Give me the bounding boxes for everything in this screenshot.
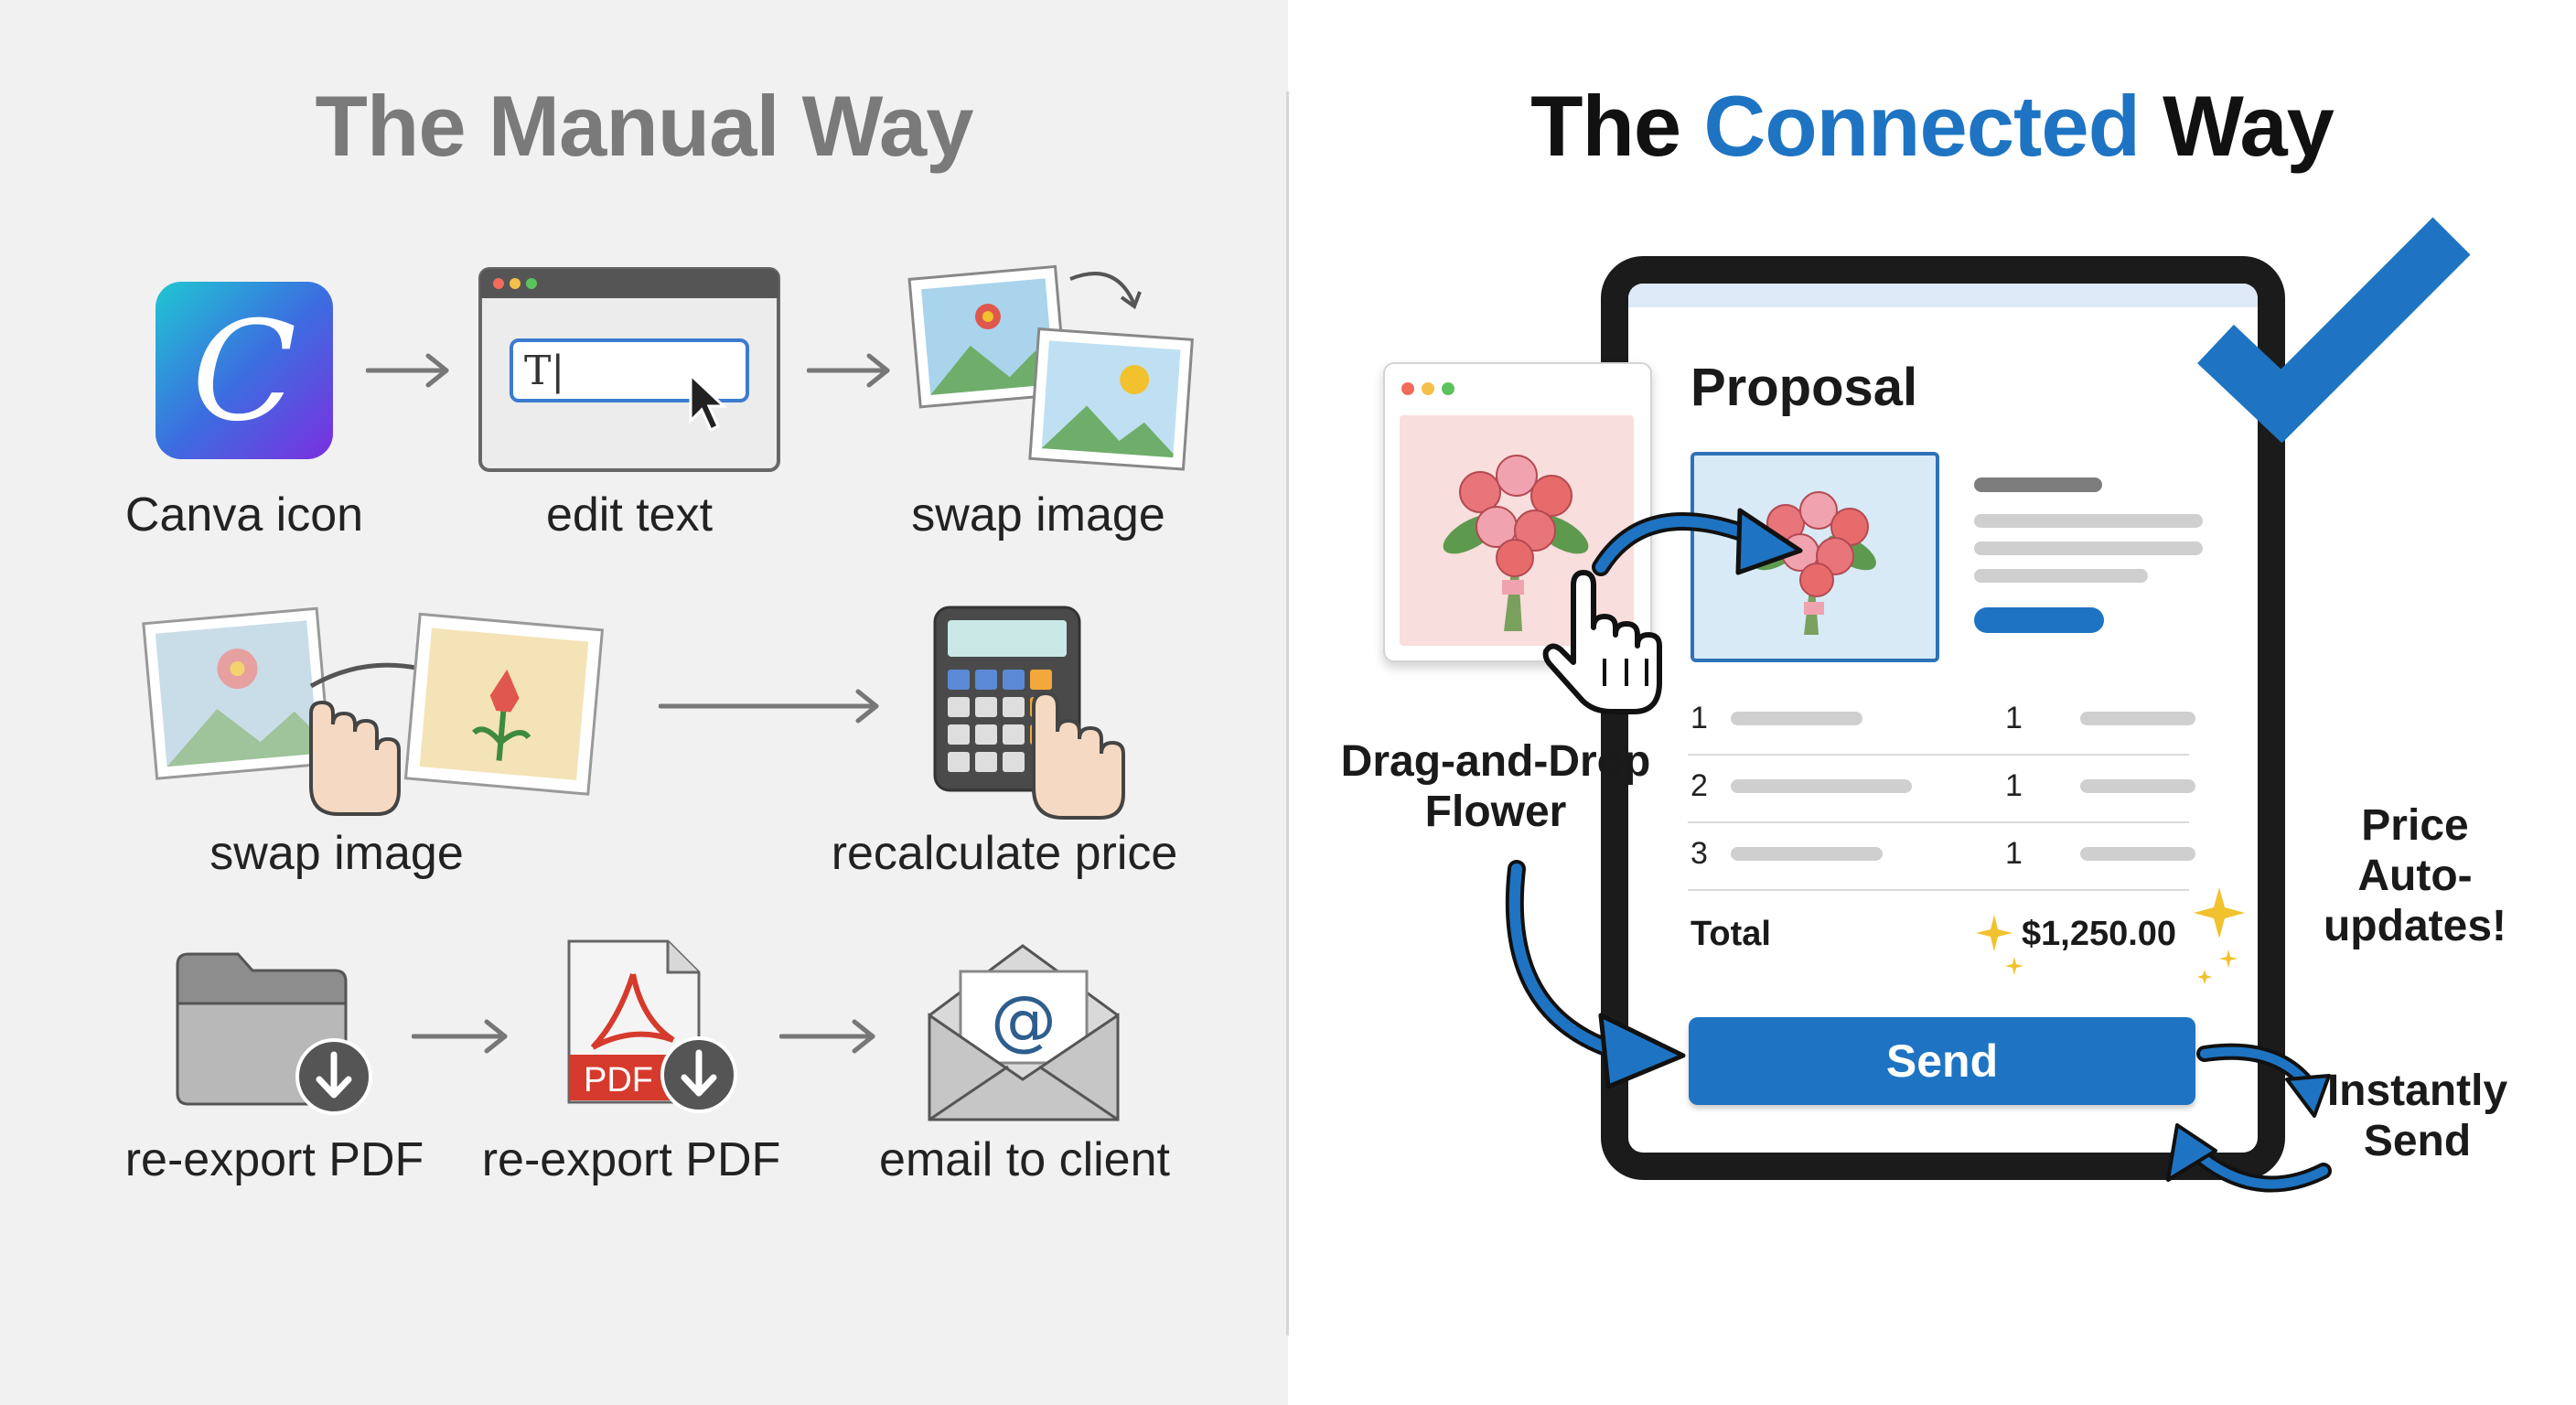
sparkle-icon: [1976, 915, 2023, 975]
row-price-placeholder: [2080, 779, 2195, 793]
label-recalculate-price: recalculate price: [831, 827, 1178, 880]
manual-way-title: The Manual Way: [315, 78, 974, 174]
send-button[interactable]: Send: [1689, 1017, 2195, 1105]
folder-download-icon: [176, 952, 372, 1115]
send-line2: Send: [2363, 1117, 2472, 1166]
price-line2: Auto-: [2357, 852, 2473, 901]
screen-topbar: [1628, 284, 2258, 307]
envelope-email-icon: @: [928, 944, 1120, 1121]
row-separator: [1688, 821, 2189, 823]
drag-photo-swap-icon: [142, 606, 605, 816]
row-price-placeholder: [2080, 712, 2195, 725]
drag-arrow-icon: [1592, 508, 1803, 576]
label-reexport-pdf-2: re-export PDF: [481, 1133, 781, 1186]
row-number: 1: [1690, 701, 1708, 735]
placeholder-line: [1974, 514, 2203, 528]
drag-drop-line2: Flower: [1424, 788, 1567, 837]
title-part2: Way: [2140, 78, 2334, 174]
arrow-right-icon: [807, 353, 890, 388]
total-value: $1,250.00: [2022, 915, 2177, 953]
text-cursor: T|: [524, 348, 564, 394]
title-accent: Connected: [1703, 78, 2141, 174]
arrow-right-icon: [779, 1019, 875, 1054]
pdf-download-icon: PDF: [567, 939, 737, 1113]
price-line3: updates!: [2323, 902, 2506, 951]
browser-window-icon: T|: [478, 267, 780, 472]
label-reexport-pdf-1: re-export PDF: [124, 1133, 424, 1186]
arrow-right-icon: [412, 1019, 508, 1054]
row-number: 3: [1690, 836, 1708, 871]
row-quantity: 1: [2005, 836, 2023, 871]
row-quantity: 1: [2005, 701, 2023, 735]
row-separator: [1688, 889, 2189, 891]
placeholder-line: [1974, 477, 2102, 492]
row-separator: [1688, 754, 2189, 756]
placeholder-line: [1974, 569, 2148, 583]
label-email-to-client: email to client: [879, 1133, 1170, 1186]
row-placeholder: [1731, 712, 1862, 725]
window-dot: [1422, 382, 1434, 395]
email-at-symbol: @: [991, 981, 1057, 1058]
curved-arrow-icon: [1505, 860, 1686, 1089]
calculator-icon: [933, 606, 1125, 820]
hand-cursor-icon: [1542, 570, 1662, 714]
connected-way-title: The Connected Way: [1288, 77, 2576, 176]
sparkle-icon: [2194, 887, 2245, 984]
row-placeholder: [1731, 847, 1883, 861]
title-part1: The: [1530, 78, 1704, 174]
placeholder-line: [1974, 542, 2203, 555]
price-auto-update-callout: Price Auto- updates!: [2292, 800, 2538, 952]
window-dot: [1442, 382, 1454, 395]
row-placeholder: [1731, 779, 1912, 793]
proposal-screen: Proposal 1 1 2 1 3 1 Total $1,250.00 Sen…: [1628, 284, 2258, 1153]
proposal-title: Proposal: [1690, 358, 1918, 417]
label-edit-text: edit text: [545, 488, 714, 542]
proposal-flower-image: [1690, 452, 1939, 662]
label-swap-image-1: swap image: [911, 488, 1165, 542]
arrow-right-icon: [366, 353, 449, 388]
placeholder-button: [1974, 607, 2104, 633]
pdf-badge: PDF: [584, 1061, 653, 1099]
panel-divider: [1286, 91, 1289, 1335]
drag-drop-line1: Drag-and-Drop: [1340, 737, 1651, 786]
label-canva-icon: Canva icon: [124, 488, 364, 542]
label-swap-image-2: swap image: [209, 827, 464, 880]
send-line1: Instantly: [2326, 1067, 2508, 1115]
row-number: 2: [1690, 768, 1708, 803]
swap-photos-icon: [907, 264, 1194, 471]
total-label: Total: [1690, 915, 1771, 953]
window-dot: [1401, 382, 1414, 395]
refresh-arrows-icon: [2166, 1043, 2332, 1193]
instantly-send-callout: Instantly Send: [2319, 1066, 2516, 1166]
price-line1: Price: [2361, 801, 2469, 850]
canva-app-icon: C: [156, 282, 333, 459]
row-quantity: 1: [2005, 768, 2023, 803]
long-arrow-right-icon: [659, 689, 879, 724]
drag-drop-callout: Drag-and-Drop Flower: [1331, 736, 1660, 837]
checkmark-icon: [2197, 217, 2471, 444]
canva-letter: C: [192, 293, 297, 452]
row-price-placeholder: [2080, 847, 2195, 861]
